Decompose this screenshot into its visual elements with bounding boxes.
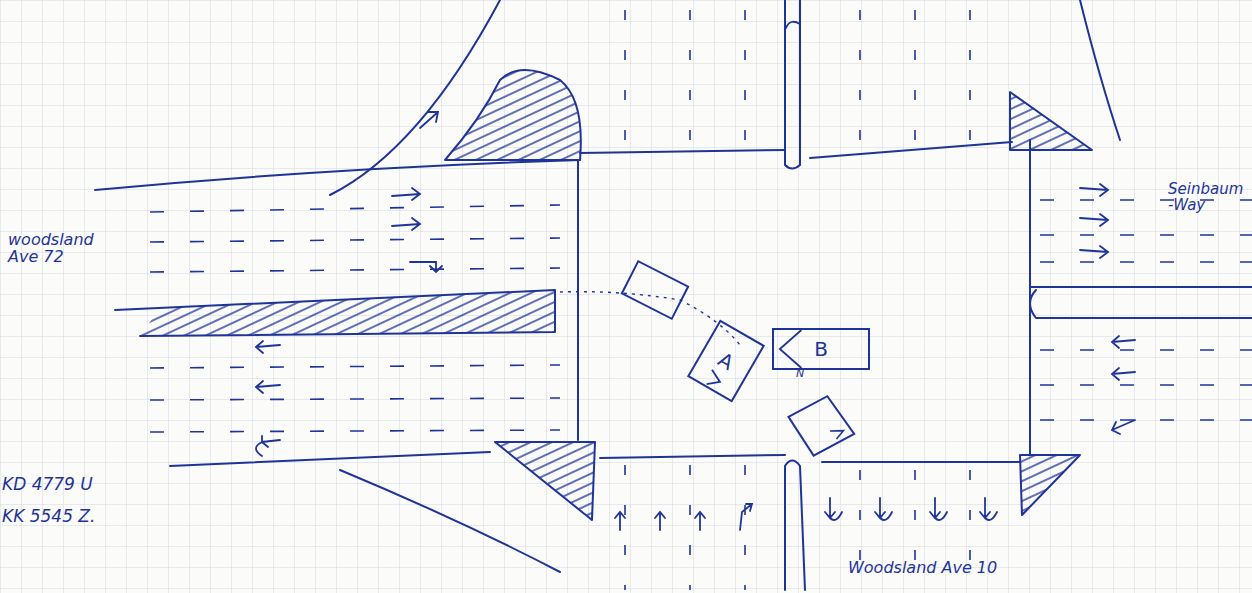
road-edge bbox=[1080, 0, 1120, 140]
road-edge bbox=[340, 470, 560, 572]
lane-markings bbox=[150, 10, 1252, 590]
travel-path bbox=[560, 292, 740, 345]
direction-mark bbox=[780, 330, 802, 368]
direction-mark bbox=[704, 370, 723, 390]
median bbox=[785, 0, 800, 169]
road-edge bbox=[95, 160, 580, 190]
street-name: Woodsland Ave 10 bbox=[848, 560, 1048, 577]
vehicle-letter: B bbox=[814, 339, 828, 360]
road-edge bbox=[580, 150, 785, 153]
plate-number: KD 4779 U bbox=[2, 476, 172, 494]
traffic-island bbox=[445, 70, 581, 160]
road-edge bbox=[822, 461, 1020, 463]
median bbox=[1030, 286, 1252, 288]
traffic-island bbox=[1020, 455, 1080, 515]
road-edge bbox=[810, 142, 1012, 158]
direction-arrows bbox=[256, 22, 1135, 530]
car-outline bbox=[788, 393, 854, 457]
median bbox=[1030, 290, 1252, 318]
street-name: Seinbaum -Way bbox=[1168, 182, 1248, 214]
direction-mark bbox=[687, 319, 765, 402]
vehicle-box: B bbox=[772, 328, 870, 370]
road-edge bbox=[330, 0, 500, 195]
stop-line bbox=[1029, 140, 1031, 455]
median bbox=[785, 461, 805, 591]
plate-number: KK 5545 Z. bbox=[2, 508, 172, 526]
road-edge bbox=[600, 455, 785, 458]
mark-letter: N bbox=[796, 368, 816, 380]
traffic-island bbox=[1010, 92, 1092, 150]
median-hatch bbox=[140, 290, 555, 336]
street-name: woodsland Ave 72 bbox=[8, 232, 103, 266]
traffic-island bbox=[495, 442, 595, 520]
direction-mark bbox=[772, 328, 870, 370]
vehicle-letter: A bbox=[715, 348, 737, 373]
car-ghost bbox=[622, 261, 688, 318]
median bbox=[115, 290, 555, 336]
road-edge bbox=[170, 452, 490, 466]
stop-line bbox=[577, 160, 579, 440]
